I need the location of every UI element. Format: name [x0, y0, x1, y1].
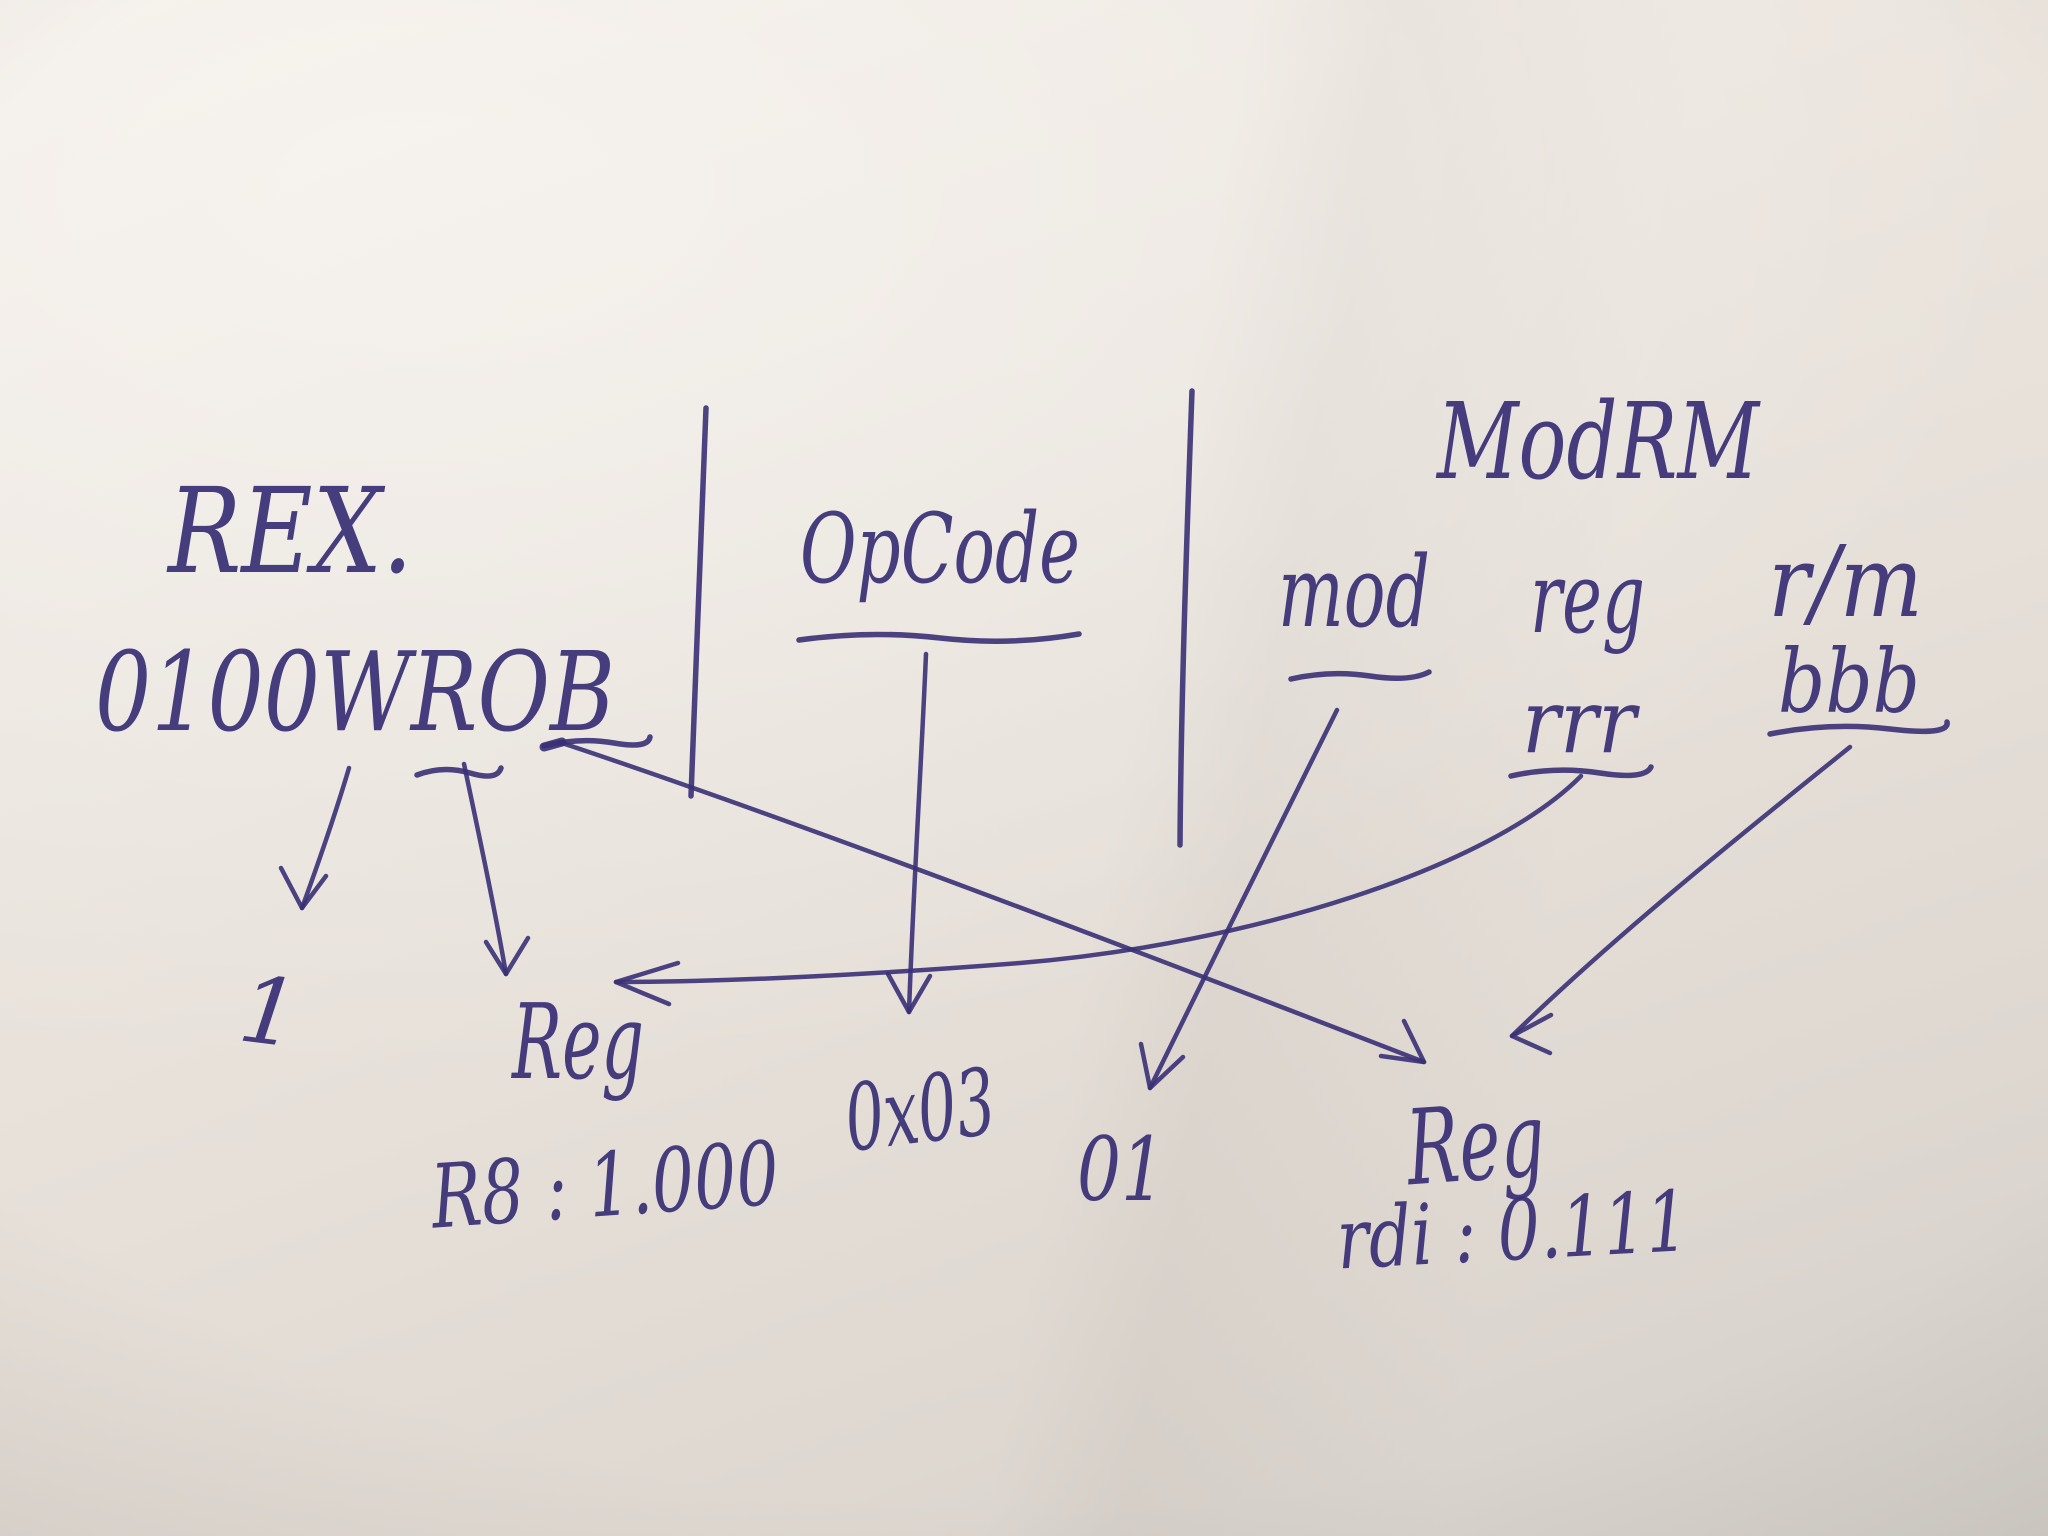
- opcode-label: OpCode: [800, 493, 1080, 605]
- rm-result-value: rdi : 0.111: [1334, 1172, 1691, 1288]
- rex-w-value: 1: [234, 956, 305, 1069]
- modrm-label: ModRM: [1435, 380, 1760, 503]
- mod-underline: [1288, 669, 1432, 682]
- rex-r-underline: [414, 765, 504, 779]
- modrm-reg-bits: rrr: [1522, 670, 1640, 773]
- arrow-r-to-reg: [461, 761, 509, 977]
- arrow-r-head: [483, 935, 531, 977]
- arrow-opcode-to-value: [906, 651, 929, 1015]
- divider-opcode-modrm: [1177, 388, 1195, 848]
- reg-result-label: Reg: [511, 981, 644, 1103]
- reg-result-value: R8 : 1.000: [426, 1122, 782, 1249]
- modrm-mod-label: mod: [1278, 536, 1430, 650]
- opcode-value: 0x03: [839, 1048, 1001, 1172]
- rex-title: REX.: [166, 462, 413, 600]
- mod-value: 01: [1077, 1118, 1165, 1221]
- modrm-rm-label: r/m: [1768, 526, 1923, 640]
- bbb-underline: [1767, 719, 1950, 737]
- arrow-bbb-head: [1509, 1012, 1554, 1056]
- modrm-reg-label: reg: [1530, 542, 1645, 656]
- arrow-rrr-to-reg: [613, 773, 1584, 985]
- arrow-mod-head: [1138, 1041, 1186, 1091]
- arrow-b-to-reg: [556, 739, 1427, 1065]
- arrow-rrr-head: [613, 960, 681, 1007]
- arrow-b-head: [1378, 1018, 1427, 1065]
- divider-rex-opcode: [688, 405, 709, 799]
- arrow-bbb-to-reg: [1509, 744, 1853, 1039]
- arrow-mod-to-value: [1147, 707, 1340, 1091]
- arrow-w-head: [278, 865, 329, 911]
- modrm-rm-bits: bbb: [1778, 630, 1920, 733]
- arrow-opcode-head: [885, 971, 933, 1015]
- rrr-underline: [1508, 764, 1654, 779]
- rm-result-label: Reg: [1401, 1078, 1549, 1209]
- rex-bits: 0100WROB: [95, 628, 615, 756]
- arrow-w-to-value: [299, 765, 352, 911]
- opcode-underline: [796, 631, 1082, 644]
